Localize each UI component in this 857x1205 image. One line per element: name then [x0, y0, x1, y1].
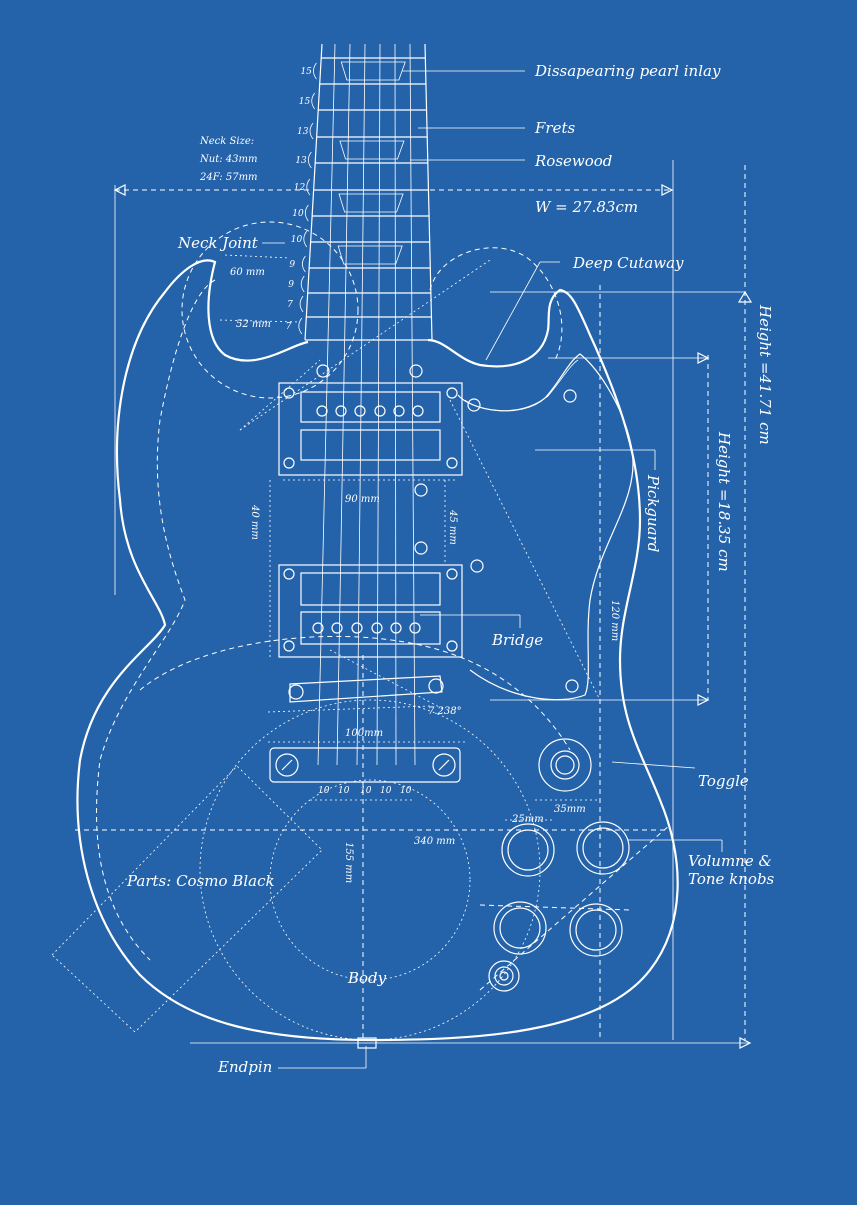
- string-1: [317, 43, 336, 766]
- dim-120: 120 mm: [609, 600, 620, 641]
- inlay-3: [338, 193, 404, 213]
- spacing-5: 10: [400, 786, 412, 796]
- spacing-3: 10: [360, 786, 372, 796]
- neck-joint-label: Neck Joint: [177, 234, 259, 252]
- dim-45: 45 mm: [447, 509, 458, 545]
- fret-bracket-4: [307, 151, 312, 169]
- parts-label: Parts: Cosmo Black: [126, 872, 275, 890]
- inlay-4: [337, 245, 403, 265]
- fret-number-1: 15: [300, 67, 312, 77]
- fret-number-8: 9: [289, 260, 295, 270]
- dim-40: 40 mm: [249, 504, 260, 540]
- frets-label: Frets: [534, 119, 575, 137]
- knob-volume-1: [501, 823, 555, 877]
- rosewood-label: Rosewood: [534, 152, 612, 170]
- body-label: Body: [347, 969, 387, 987]
- tune-o-matic-bridge: [288, 675, 444, 703]
- toggle-label: Toggle: [698, 772, 749, 790]
- dim-60: 60 mm: [230, 267, 265, 278]
- parts-box: [51, 765, 323, 1033]
- fret-bracket-6: [304, 204, 309, 222]
- fret-bracket-11: [298, 317, 303, 335]
- dim-90: 90 mm: [345, 494, 380, 505]
- output-jack: [488, 960, 520, 992]
- neck-size-24f: 24F: 57mm: [199, 172, 258, 183]
- lower-bout-inner: [269, 779, 471, 981]
- spacing-1: 10: [318, 786, 330, 796]
- knob-tone-1: [493, 901, 547, 955]
- endpin-label: Endpin: [217, 1058, 272, 1076]
- inlay-1: [340, 61, 406, 81]
- height-total-label: Height =41.71 cm: [756, 304, 774, 445]
- string-4: [376, 43, 381, 766]
- inlays-group: [337, 61, 406, 265]
- string-6: [409, 43, 416, 766]
- dim-angle: 7.238°: [428, 706, 462, 717]
- bridge-pickup: [278, 564, 463, 658]
- dim-52: 52 mm: [236, 319, 271, 330]
- pickguard-label: Pickguard: [644, 474, 662, 552]
- spacing-4: 10: [380, 786, 392, 796]
- knob-tone-2: [569, 903, 623, 957]
- body-outline: [76, 259, 679, 1042]
- dim-100: 100mm: [345, 728, 383, 739]
- fret-number-7: 10: [291, 235, 303, 245]
- fret-number-4: 13: [295, 156, 307, 166]
- cutaway-dash: [429, 247, 563, 361]
- lower-bout-circle: [199, 699, 541, 1041]
- string-2: [336, 43, 351, 766]
- fret-number-5: 12: [294, 183, 306, 193]
- dim-25: 25mm: [511, 814, 544, 825]
- neck-size-title: Neck Size:: [199, 136, 254, 147]
- dim-340: 340 mm: [414, 836, 455, 847]
- toggle-switch: [538, 738, 592, 792]
- frets-group: [305, 57, 432, 341]
- cutaway-label: Deep Cutaway: [572, 254, 684, 272]
- neck-size-nut: Nut: 43mm: [199, 154, 257, 165]
- body-arc: [139, 635, 571, 751]
- body-binding: [96, 279, 216, 961]
- neck-joint-circle: [181, 221, 359, 399]
- fret-bracket-1: [313, 62, 317, 80]
- fret-number-2: 15: [299, 97, 311, 107]
- width-label: W = 27.83cm: [535, 198, 638, 216]
- fret-number-9: 9: [288, 280, 294, 290]
- string-spacing: 10 10 10 10 10: [318, 786, 412, 796]
- fret-bracket-2: [311, 92, 316, 110]
- neck-pickup: [278, 382, 463, 476]
- fret-bracket-10: [299, 295, 304, 313]
- pickguard: [457, 353, 634, 701]
- fret-bracket-9: [300, 275, 305, 293]
- tailpiece: [269, 747, 461, 783]
- fret-number-10: 7: [287, 300, 293, 310]
- knob-volume-2: [576, 821, 630, 875]
- dim-35: 35mm: [554, 804, 586, 815]
- knobs-label-line1: Volumne &: [688, 852, 772, 870]
- height-body-label: Height =18.35 cm: [715, 431, 733, 572]
- bridge-label: Bridge: [491, 631, 543, 649]
- fret-bracket-8: [301, 255, 306, 273]
- fret-number-3: 13: [297, 127, 309, 137]
- fret-bracket-7: [303, 230, 308, 248]
- fret-number-11: 7: [286, 322, 292, 332]
- knob-horizontal: [479, 904, 631, 911]
- string-3: [356, 43, 366, 766]
- neck-edge-left: [304, 43, 323, 341]
- inlay-label: Dissapearing pearl inlay: [534, 62, 721, 80]
- spacing-2: 10: [338, 786, 350, 796]
- knobs-label-line2: Tone knobs: [688, 870, 775, 888]
- fret-bracket-3: [309, 122, 314, 140]
- strings-group: [317, 43, 416, 766]
- neck-edge-right: [424, 43, 433, 341]
- inlay-2: [339, 140, 405, 160]
- string-5: [394, 43, 397, 766]
- fret-number-6: 10: [292, 209, 304, 219]
- knob-diagonal: [479, 824, 671, 991]
- fret-numbers: 15 15 13 13 12 10 10 9 9 7 7: [286, 62, 317, 335]
- fret-bracket-5: [306, 178, 311, 196]
- dim-155: 155 mm: [343, 842, 354, 883]
